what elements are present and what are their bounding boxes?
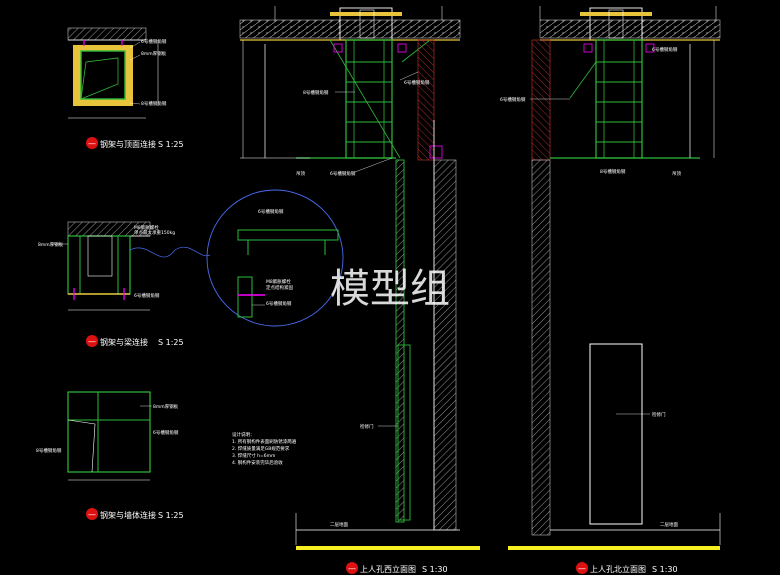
notes-line-4: 4. 钢构件安装完毕后验收 <box>232 459 283 466</box>
d2-scale: S 1:25 <box>158 338 184 347</box>
notes-line-1: 1. 所有钢构件表面刷防锈漆两遍 <box>232 438 297 445</box>
north-elevation: 6号槽钢角钢 8号槽钢角钢 6号槽钢角钢 吊顶 检修门 二层地面 — 上人孔北立… <box>500 6 721 574</box>
north-label-4: 吊顶 <box>672 171 681 177</box>
west-scale: S 1:30 <box>422 565 448 574</box>
d1-index-circle <box>86 137 98 149</box>
d2-index-circle <box>86 335 98 347</box>
west-label-3: 吊顶 <box>296 171 305 177</box>
west-label-2: 6号槽钢角钢 <box>404 79 430 86</box>
zoom-label-4: 6号槽钢角钢 <box>266 300 292 307</box>
zoom-label-2: M8膨胀螺栓 <box>266 278 291 285</box>
d1-label-1: 6号槽钢角钢 <box>141 38 167 45</box>
watermark-text: 模型组 <box>330 266 450 312</box>
detail-3-wall-connection: 8mm厚钢板 6号槽钢角钢 8号槽钢角钢 — 钢架与墙体连接 S 1:25 <box>36 391 184 520</box>
west-elevation: 8号槽钢角钢 6号槽钢角钢 吊顶 6号槽钢角钢 检修门 二层地面 — 上人孔西立… <box>239 6 480 574</box>
zoom-label-3: 定点结构紧固 <box>266 284 293 291</box>
north-label-6: 二层地面 <box>660 521 678 528</box>
zoom-detail-circle: 6号槽钢角钢 M8膨胀螺栓 定点结构紧固 6号槽钢角钢 <box>206 189 344 327</box>
d1-num: — <box>88 139 96 148</box>
d1-label-2: 8mm厚钢板 <box>141 50 167 57</box>
west-num: — <box>348 564 356 573</box>
zoom-label-1: 6号槽钢角钢 <box>258 208 284 215</box>
d2-label-3: 单点最大承重150kg <box>134 229 175 236</box>
north-title: 上人孔北立面图 <box>590 564 646 574</box>
d3-title: 钢架与墙体连接 <box>100 510 156 520</box>
west-label-5: 检修门 <box>360 423 374 430</box>
design-notes: 设计说明： 1. 所有钢构件表面刷防锈漆两遍 2. 焊缝质量满足GB规范要求 3… <box>232 431 297 466</box>
north-num: — <box>578 564 586 573</box>
west-label-4: 6号槽钢角钢 <box>330 170 356 177</box>
notes-line-2: 2. 焊缝质量满足GB规范要求 <box>232 445 290 452</box>
north-scale: S 1:30 <box>652 565 678 574</box>
north-label-5: 检修门 <box>652 411 666 418</box>
d2-num: — <box>88 337 96 346</box>
d3-label-2: 6号槽钢角钢 <box>153 429 179 436</box>
d3-scale: S 1:25 <box>158 511 184 520</box>
detail-2-beam-connection: 8mm厚钢板 M8膨胀螺栓 单点最大承重150kg 6号槽钢角钢 — 钢架与梁连… <box>38 221 211 347</box>
d2-label-4: 6号槽钢角钢 <box>134 292 160 299</box>
north-label-3: 6号槽钢角钢 <box>652 46 678 53</box>
d3-label-1: 8mm厚钢板 <box>153 403 179 410</box>
north-label-1: 6号槽钢角钢 <box>500 96 526 103</box>
d1-label-3: 8号槽钢角钢 <box>141 100 167 107</box>
west-label-6: 二层地面 <box>330 521 348 528</box>
d2-label-1: 8mm厚钢板 <box>38 241 64 248</box>
d1-scale: S 1:25 <box>158 140 184 149</box>
d1-title: 钢架与顶面连接 <box>100 139 156 149</box>
north-label-2: 8号槽钢角钢 <box>600 168 626 175</box>
north-index-circle <box>576 562 588 574</box>
notes-heading: 设计说明： <box>232 431 255 438</box>
west-title: 上人孔西立面图 <box>360 564 416 574</box>
d2-title: 钢架与梁连接 <box>100 337 148 347</box>
d2-label-2: M8膨胀螺栓 <box>134 224 159 231</box>
west-label-1: 8号槽钢角钢 <box>303 89 329 96</box>
notes-line-3: 3. 焊缝尺寸 h=6mm <box>232 452 275 459</box>
d3-index-circle <box>86 508 98 520</box>
detail-1-ceiling-connection: 6号槽钢角钢 8mm厚钢板 8号槽钢角钢 — 钢架与顶面连接 S 1:25 <box>67 27 184 149</box>
d3-num: — <box>88 510 96 519</box>
west-index-circle <box>346 562 358 574</box>
d3-label-3: 8号槽钢角钢 <box>36 447 62 454</box>
